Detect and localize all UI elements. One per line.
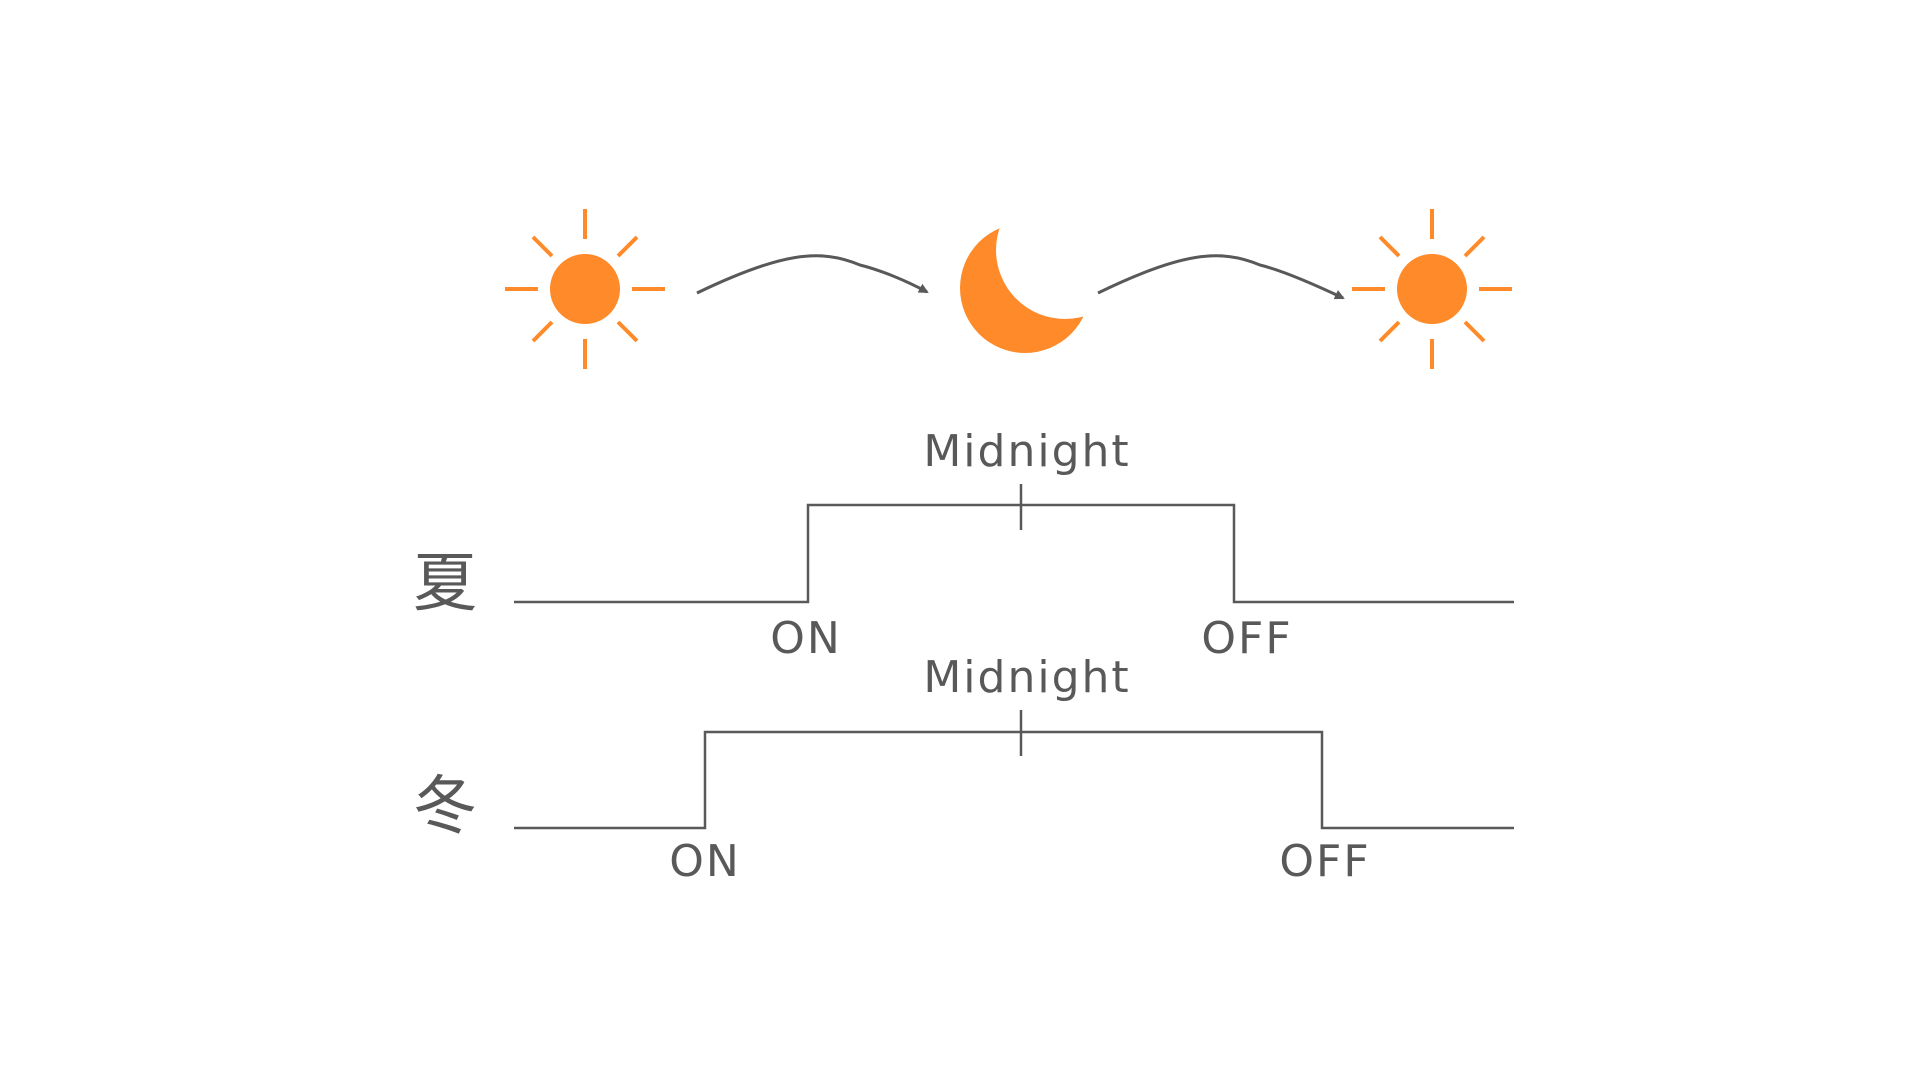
summer-season-label: 夏 xyxy=(413,547,477,621)
summer-timeline: Midnight 夏 ON OFF xyxy=(413,426,1514,664)
summer-midnight-label: Midnight xyxy=(923,426,1130,477)
winter-season-label: 冬 xyxy=(413,770,477,844)
arrow-right-icon xyxy=(696,254,929,295)
arrow-right-icon xyxy=(1097,254,1345,300)
crescent-moon-icon xyxy=(960,223,1090,353)
summer-on-off-signal-line xyxy=(514,503,1514,604)
summer-off-label: OFF xyxy=(1201,613,1292,664)
winter-off-label: OFF xyxy=(1279,836,1370,887)
sun-icon xyxy=(505,209,665,369)
winter-midnight-label: Midnight xyxy=(923,652,1130,703)
winter-timeline: Midnight 冬 ON OFF xyxy=(413,652,1514,887)
summer-on-label: ON xyxy=(770,613,842,664)
winter-on-label: ON xyxy=(669,836,741,887)
sun-icon xyxy=(1352,209,1512,369)
winter-on-off-signal-line xyxy=(514,730,1514,830)
